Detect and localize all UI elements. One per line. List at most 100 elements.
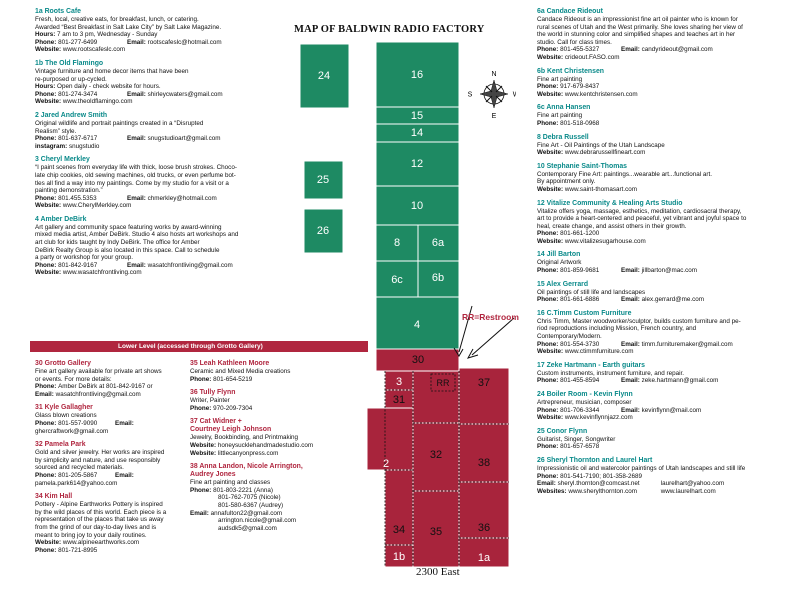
listing-text: “I paint scenes from everyday life with … [35,164,237,172]
website-value: littlecanyonpress.com [217,449,279,457]
listing-title: 15 Alex Gerrard [537,280,589,288]
listing-text: Writer, Painter [190,397,230,405]
contact-left: Phone: 801-557-9090 [35,420,115,428]
unit-38[interactable] [458,423,510,483]
field-value: zeke.hartmann@gmail.com [641,377,719,385]
street-name: 2300 East [416,566,460,578]
unit-32[interactable] [412,422,460,492]
unit-34[interactable] [384,469,414,546]
field-label: Phone: [35,419,59,427]
unit-16[interactable] [375,41,460,108]
listing-text: or events. For more details: [35,375,112,383]
unit-rr-area [412,370,460,424]
unit-37[interactable] [458,367,510,425]
phone-cont: 801-580-6367 (Audrey) [218,501,284,509]
field-label: Phone: [35,135,59,143]
listing-title-cont: Courtney Leigh Johnson [190,426,272,434]
unit-10[interactable] [375,185,460,226]
phone: Phone: 801-518-0968 [537,120,787,128]
contact-left: Phone: 801-554-3730 [537,341,621,349]
contact-right: Email: kevinflynn@mail.com [621,407,701,414]
listing-text: Fine art gallery available for private a… [35,368,162,375]
unit-12[interactable] [375,141,460,187]
unit-24[interactable] [299,43,350,109]
website: Website: www.theoldflamingo.com [35,98,273,106]
unit-2[interactable] [366,407,414,471]
unit-label: 6c [391,274,403,286]
email-cont: arrington.nicole@gmail.com [218,517,297,525]
phone: Phone: Amber DeBirk at 801-842-9167 or [35,383,193,391]
field-label: Email: [621,377,642,385]
listing-text: by the wild places of this world. Each p… [35,508,167,516]
field-value: snugstudioart@gmail.com [147,135,221,143]
unit-25[interactable] [303,160,344,200]
field-label: Email: [127,135,148,143]
field-label: Email: [115,471,134,479]
unit-label: 36 [478,522,490,534]
listing-text: Chris Timm, Master woodworker/sculptor, … [537,317,741,325]
contact-right: Email: ghercraftwork@gmail.com [35,420,134,435]
listing-text: Gold and silver jewelry. Her works are i… [35,449,165,457]
website: Website: www.alpineearthworks.com [35,539,193,547]
listing-title: 6b Kent Christensen [537,67,605,75]
listing-title: 17 Zeke Hartmann - Earth guitars [537,361,645,369]
unit-26[interactable] [303,208,344,254]
field-value: 801-637-6717 [58,135,98,143]
listing-text: tles all find a way into my paintings. C… [35,179,229,187]
contact-left: Phone: 801-661-6886 [537,296,621,304]
unit-label: 10 [411,200,423,212]
phone: Phone: 970-209-7304 [190,405,340,413]
phone-value: 801-721-8995 [58,546,98,554]
listing-text: Candace Rideout is an impressionist fine… [537,16,738,23]
unit-35[interactable] [412,490,460,568]
listing-text: Vitalize offers yoga, massage, esthetics… [537,207,742,215]
restroom-arrow [453,305,473,357]
field-label: Phone: [35,90,59,98]
phone-label: Phone: [537,119,561,127]
unit-6c[interactable] [375,260,419,298]
field-value: 801-455-5327 [560,46,600,54]
unit-8[interactable] [375,224,419,262]
listing-title: 6a Candace Rideout [537,8,603,15]
hours-label: Hours: [35,83,58,91]
website-label: Website: [537,53,565,61]
listing-text: a party or workshop for your group. [35,254,133,262]
field-label: Phone: [35,38,59,46]
website: Website: www.rootscafeslc.com [35,46,273,54]
field-label: Phone: [537,46,561,54]
listing-text: Pottery - Alpine Earthworks Pottery is i… [35,501,163,509]
contact-left: Websites: www.sherylthornton.com [537,488,659,496]
restroom-arrow [466,317,515,359]
contact-right: Email: zeke.hartmann@gmail.com [621,377,718,384]
contact-left: Phone: 801-274-3474 [35,91,127,99]
unit-1a[interactable] [458,537,510,568]
email-value: wasatchfrontliving@gmail.com [55,390,141,398]
field-value: 801-557-9090 [58,419,98,427]
listing-title: 36 Tully Flynn [190,389,236,397]
listing-text: riod reproductions including Mission, Fr… [537,325,697,333]
field-label: Phone: [537,296,561,304]
unit-label: 30 [412,354,424,366]
unit-label: 3 [396,376,402,388]
contact-right: Email: timm.furnituremaker@gmail.com [621,341,733,348]
phone-label: Phone: [537,83,561,91]
field-value: 801-661-6886 [560,296,600,304]
listing-text: from the grind of our day-to-day lives a… [35,523,157,531]
listing-title: 30 Grotto Gallery [35,360,91,367]
listing-text: mixed media artist, Amber DeBirk. Studio… [35,231,239,239]
listing-text: Original wildlife and portrait paintings… [35,119,204,127]
website-label: Website: [35,202,63,210]
